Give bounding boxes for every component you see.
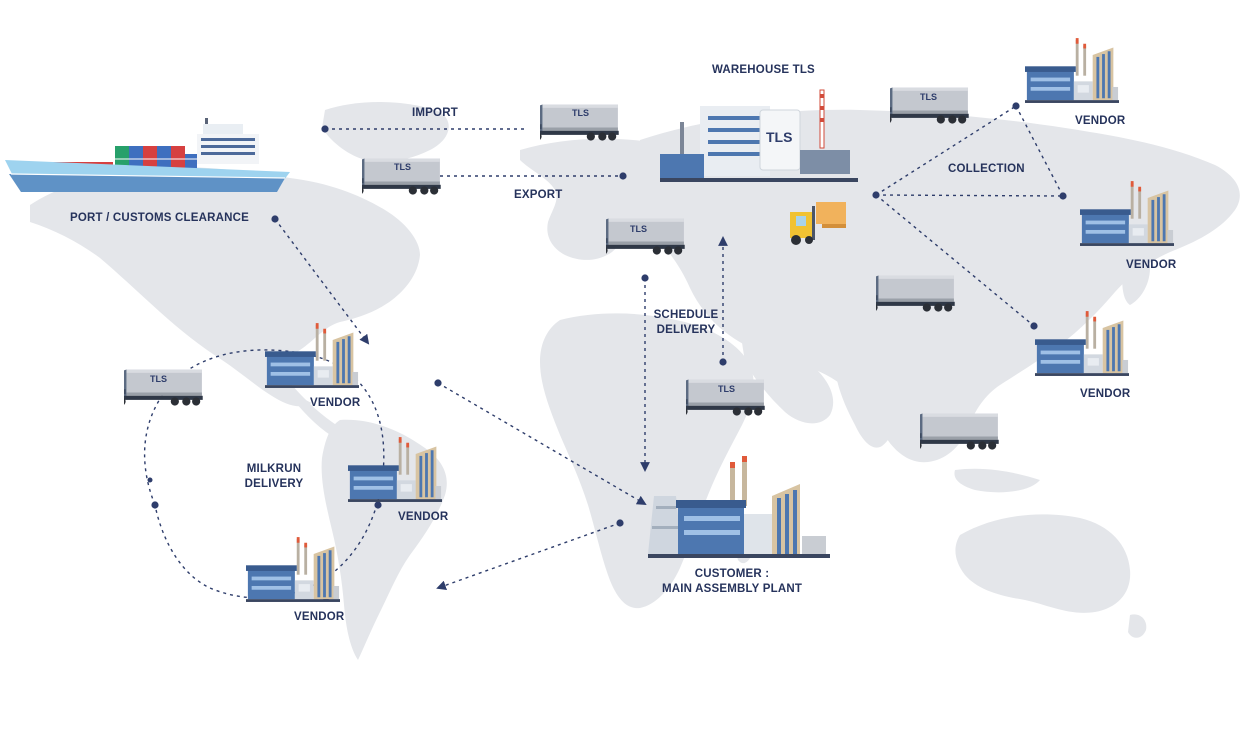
schedule-delivery-line1: SCHEDULE: [653, 309, 719, 321]
continent-arabia: [740, 330, 834, 424]
truck-logo: TLS: [920, 92, 937, 102]
vendor-label-asia-2: VENDOR: [1126, 259, 1177, 271]
truck-milkrun: TLS: [124, 369, 203, 406]
vendor-to-customer-route: [437, 382, 647, 505]
vendor-label-america-3: VENDOR: [294, 611, 345, 623]
collection-route-4: [1015, 105, 1064, 197]
truck-logo: TLS: [394, 162, 411, 172]
warehouse-icon: TLS: [660, 89, 858, 182]
islands-southeast-asia: [954, 468, 1040, 493]
truck-logo: TLS: [630, 224, 647, 234]
truck-schedule: TLS: [686, 379, 765, 416]
export-label: EXPORT: [514, 189, 563, 201]
truck-import: TLS: [540, 104, 619, 141]
island-japan: [1122, 254, 1150, 305]
container-ship-icon: [5, 118, 290, 192]
vendor-label-america-2: VENDOR: [398, 511, 449, 523]
warehouse-logo: TLS: [766, 129, 792, 145]
continent-australia: [955, 514, 1131, 613]
vendor-factory-icon: [1025, 38, 1119, 103]
milkrun-delivery-label: MILKRUN DELIVERY: [240, 462, 308, 492]
customer-to-vendor-route: [436, 522, 621, 590]
truck-export: TLS: [362, 158, 441, 195]
truck-logo: TLS: [150, 374, 167, 384]
truck-europe: TLS: [606, 218, 685, 255]
customer-line1: CUSTOMER :: [694, 568, 770, 580]
warehouse-label: WAREHOUSE TLS: [712, 64, 815, 76]
vendor-factory-icon: [246, 537, 340, 602]
milkrun-delivery-line1: MILKRUN: [246, 463, 302, 475]
continent-india: [835, 370, 895, 448]
assembly-plant-icon: [648, 456, 830, 558]
port-label: PORT / CUSTOMS CLEARANCE: [70, 212, 250, 224]
forklift-icon: [790, 202, 846, 245]
island-new-zealand: [1128, 614, 1147, 638]
continent-greenland: [322, 101, 449, 162]
truck-logo: TLS: [572, 108, 589, 118]
customer-label: CUSTOMER : MAIN ASSEMBLY PLANT: [652, 567, 812, 597]
vendor-label-asia-1: VENDOR: [1075, 115, 1126, 127]
port-to-vendor-route: [274, 218, 370, 345]
collection-route-2: [875, 194, 1064, 197]
schedule-delivery-line2: DELIVERY: [656, 324, 716, 336]
connections: [143, 105, 1064, 599]
truck-asia-north: TLS: [890, 87, 969, 124]
continent-north-america: [30, 167, 420, 407]
vendor-label-asia-3: VENDOR: [1080, 388, 1131, 400]
truck-logo: TLS: [718, 384, 735, 394]
import-label: IMPORT: [412, 107, 458, 119]
vendor-label-america-1: VENDOR: [310, 397, 361, 409]
collection-label: COLLECTION: [948, 163, 1025, 175]
schedule-delivery-label: SCHEDULE DELIVERY: [650, 308, 722, 338]
milkrun-delivery-line2: DELIVERY: [244, 478, 304, 490]
customer-line2: MAIN ASSEMBLY PLANT: [661, 583, 803, 595]
